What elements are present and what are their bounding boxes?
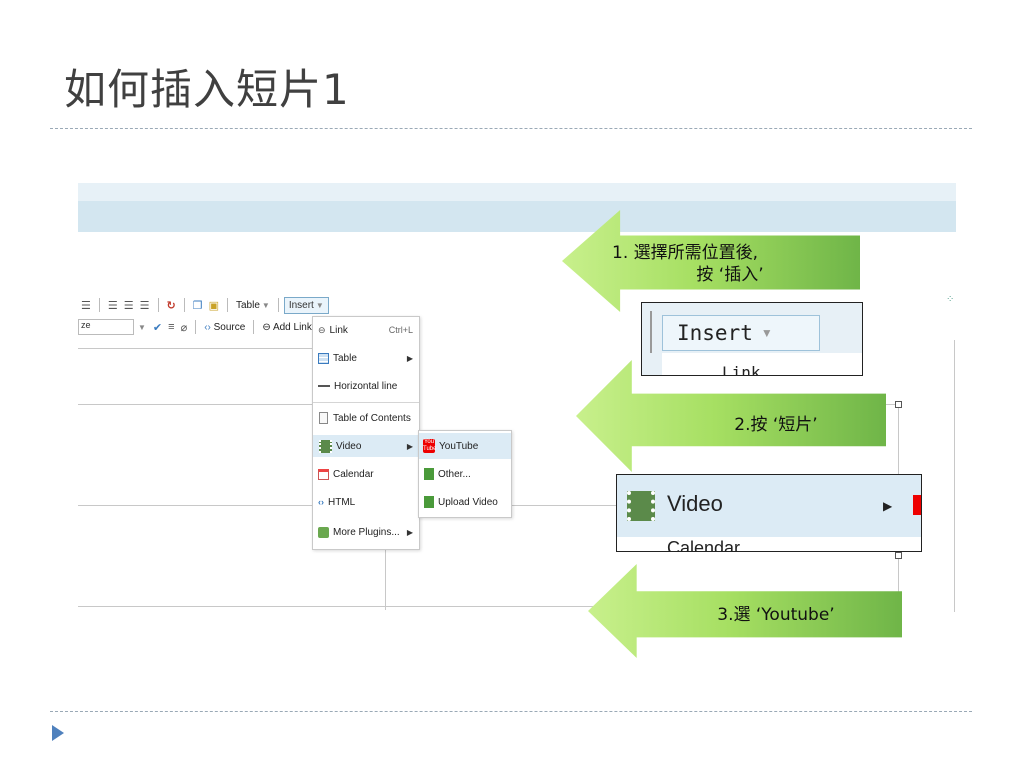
html-icon: ‹› — [318, 497, 324, 507]
editor-right-edge — [954, 340, 955, 612]
menu-item-more-plugins[interactable]: More Plugins... ▶ — [313, 521, 419, 543]
link-icon: ⊖ — [262, 321, 271, 333]
add-link-button[interactable]: ⊖ Add Link — [262, 321, 312, 333]
eraser-icon[interactable]: ⌀ — [180, 321, 188, 334]
align-right-icon[interactable]: ☰ — [139, 299, 150, 312]
table-icon — [318, 352, 329, 364]
redo-icon[interactable]: ↻ — [166, 299, 176, 312]
callout-step3: 3.選 ‘Youtube’ — [717, 605, 835, 625]
callout-step2: 2.按 ‘短片’ — [734, 415, 818, 435]
paste-icon[interactable]: ▣ — [208, 299, 219, 312]
align-center-icon[interactable]: ☰ — [123, 299, 134, 312]
insert-dropdown-button[interactable]: Insert▼ — [283, 296, 329, 314]
link-icon: ⊖ — [318, 324, 326, 335]
table-row-line — [78, 505, 312, 506]
chevron-down-icon: ▼ — [261, 300, 270, 310]
chevron-right-icon: ▶ — [883, 499, 893, 513]
line-spacing-icon[interactable]: ≡ — [168, 321, 175, 333]
resize-handle[interactable] — [895, 552, 902, 559]
table-row-line — [78, 606, 608, 607]
table-row-line — [510, 505, 616, 506]
insert-menu: ⊖ Link Ctrl+L Table ▶ Horizontal line Ta… — [312, 316, 420, 550]
copy-icon[interactable]: ❐ — [192, 299, 203, 312]
menu-item-link[interactable]: ⊖ Link Ctrl+L — [318, 324, 413, 336]
submenu-item-upload-video[interactable]: Upload Video — [419, 489, 511, 515]
chevron-right-icon: ▶ — [406, 527, 413, 537]
toolbar-bottom-rule — [78, 348, 312, 349]
play-icon — [52, 725, 64, 741]
zoom-inset-video: Video ▶ Calendar — [616, 474, 922, 552]
menu-item-horizontal-line[interactable]: Horizontal line — [313, 375, 419, 397]
document-icon — [319, 412, 328, 424]
calendar-icon — [318, 468, 329, 480]
source-button[interactable]: ‹› Source — [204, 321, 246, 333]
callout-step1-line1: 1. 選擇所需位置後, — [612, 243, 759, 263]
chevron-down-icon: ▼ — [315, 300, 324, 310]
table-row-line — [78, 404, 312, 405]
expand-icon[interactable]: ⁘ — [946, 294, 955, 305]
menu-item-table[interactable]: Table ▶ — [313, 347, 419, 369]
chevron-right-icon: ▶ — [406, 353, 413, 363]
indent-icon[interactable]: ☰ — [81, 299, 91, 312]
zoom-inset-insert: Insert ▼ Link — [641, 302, 863, 376]
chevron-right-icon: ▶ — [406, 441, 413, 451]
menu-item-calendar[interactable]: Calendar — [313, 463, 419, 485]
table-column-line — [385, 548, 386, 610]
film-icon — [627, 491, 655, 521]
submenu-item-other[interactable]: Other... — [419, 461, 511, 487]
green-film-icon — [424, 468, 434, 480]
slide-title: 如何插入短片1 — [64, 65, 350, 114]
callout-step1-line2: 按 ‘插入’ — [696, 265, 764, 285]
table-dropdown-button[interactable]: Table▼ — [236, 299, 270, 311]
film-icon — [319, 439, 332, 453]
horizontal-line-icon — [318, 385, 330, 387]
editor-toolbar: ☰ ☰ ☰ ☰ ↻ ❐ ▣ Table▼ Insert▼ ze ▼ ✔ ≡ ⌀ … — [78, 286, 878, 348]
style-select[interactable]: ze — [78, 319, 134, 335]
green-film-icon — [424, 496, 434, 508]
resize-handle[interactable] — [895, 401, 902, 408]
footer-divider — [50, 711, 972, 712]
code-icon: ‹› — [204, 321, 211, 333]
spellcheck-icon[interactable]: ✔ — [152, 321, 163, 334]
menu-item-html[interactable]: ‹› HTML — [318, 496, 356, 508]
menu-item-video[interactable]: Video ▶ — [313, 435, 419, 457]
editor-header-band — [78, 201, 956, 232]
chevron-down-icon: ▼ — [760, 326, 773, 340]
editor-header-band-top — [78, 183, 956, 201]
puzzle-icon — [318, 526, 329, 538]
title-divider — [50, 128, 972, 129]
chevron-down-icon[interactable]: ▼ — [138, 322, 146, 332]
menu-item-table-of-contents[interactable]: Table of Contents — [313, 407, 419, 429]
zoom-insert-button[interactable]: Insert ▼ — [662, 315, 820, 351]
align-left-icon[interactable]: ☰ — [107, 299, 118, 312]
zoom-video-row[interactable]: Video ▶ — [617, 475, 921, 537]
